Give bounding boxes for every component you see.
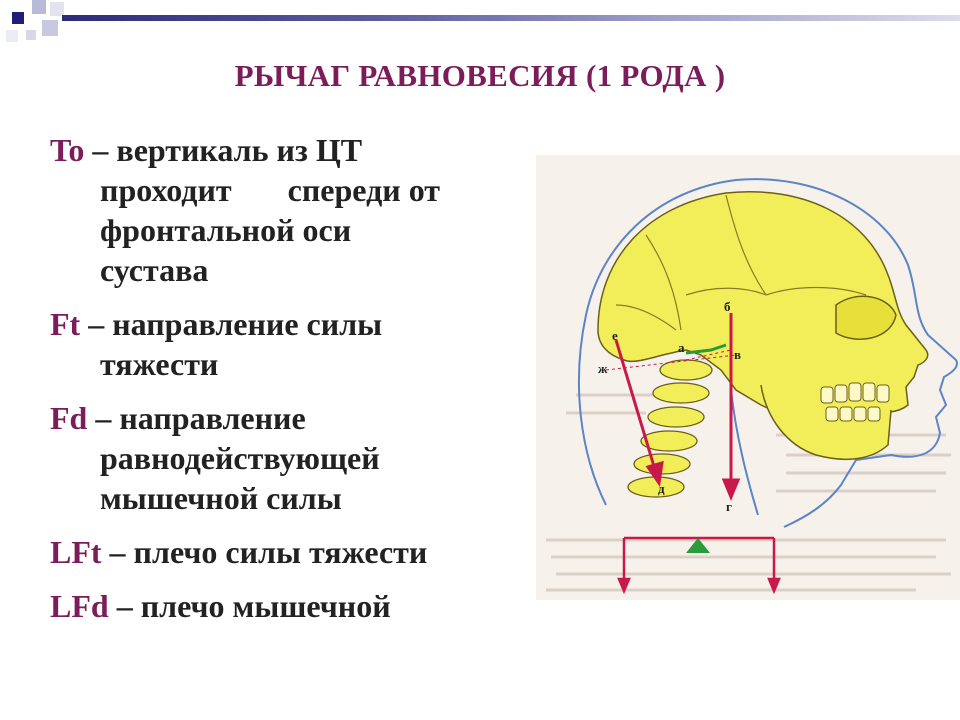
definition-text: – плечо мышечной xyxy=(108,588,391,624)
definition-fd: Fd – направление равнодействующей мышечн… xyxy=(50,398,550,518)
definition-text: – вертикаль из ЦТ xyxy=(84,132,363,168)
decor-square xyxy=(42,20,58,36)
label-b: б xyxy=(724,299,731,314)
decor-square xyxy=(12,12,24,24)
definitions-list: To – вертикаль из ЦТ проходит спереди от… xyxy=(50,130,550,640)
definition-text: проходит спереди от xyxy=(100,172,440,208)
definition-text: тяжести xyxy=(100,346,219,382)
lever-right-arrowhead xyxy=(767,577,781,595)
header-rule xyxy=(62,15,960,21)
teeth xyxy=(820,382,890,422)
gravity-arrowhead xyxy=(721,478,741,501)
definition-text: мышечной силы xyxy=(100,480,342,516)
head-outline xyxy=(577,178,958,528)
skull-lever-illustration: б в е а ж д г xyxy=(536,155,960,600)
fulcrum-triangle xyxy=(686,538,710,553)
muscle-arrowhead xyxy=(645,460,664,487)
orbit xyxy=(835,295,897,340)
definition-text: – направление силы xyxy=(80,306,383,342)
skull-sutures xyxy=(615,194,867,331)
label-g: г xyxy=(726,499,732,514)
muscle-force-arrow xyxy=(614,339,658,474)
label-a: а xyxy=(678,340,685,355)
definition-text: фронтальной оси xyxy=(100,212,352,248)
definition-text: сустава xyxy=(100,252,209,288)
lever-dashed-lines xyxy=(605,349,737,371)
decor-square xyxy=(32,0,46,14)
label-v: в xyxy=(734,347,741,362)
skull xyxy=(597,191,929,423)
mandible xyxy=(760,384,892,461)
background-text-lines xyxy=(546,393,951,592)
definition-text: равнодействующей xyxy=(100,440,380,476)
definition-lft: LFt – плечо силы тяжести xyxy=(50,532,550,572)
term-label: LFd xyxy=(50,588,109,624)
definition-to: To – вертикаль из ЦТ проходит спереди от… xyxy=(50,130,550,290)
term-label: Ft xyxy=(50,306,81,342)
term-label: To xyxy=(50,132,85,168)
lever-left-arrowhead xyxy=(617,577,631,595)
cervical-spine xyxy=(627,359,713,498)
neck-outline xyxy=(730,389,759,516)
definition-text: – плечо силы тяжести xyxy=(101,534,428,570)
lever-diagram xyxy=(617,536,781,595)
definition-ft: Ft – направление силы тяжести xyxy=(50,304,550,384)
term-label: LFt xyxy=(50,534,102,570)
label-d: д xyxy=(658,481,665,496)
term-label: Fd xyxy=(50,400,88,436)
decor-square xyxy=(26,30,36,40)
slide-title: РЫЧАГ РАВНОВЕСИЯ (1 РОДА ) xyxy=(234,58,726,93)
force-arrows xyxy=(614,313,741,501)
decor-square xyxy=(6,30,18,42)
joint-line xyxy=(685,343,727,355)
label-e: е xyxy=(612,328,618,343)
decor-square xyxy=(50,2,64,16)
label-zh: ж xyxy=(598,361,608,376)
definition-text: – направление xyxy=(87,400,306,436)
definition-lfd: LFd – плечо мышечной xyxy=(50,586,550,626)
